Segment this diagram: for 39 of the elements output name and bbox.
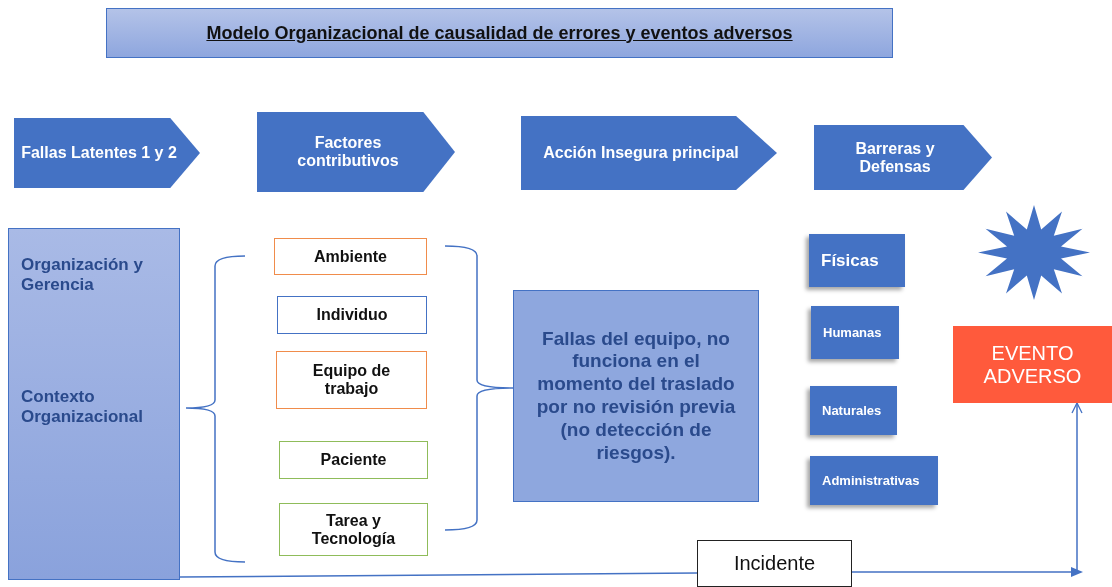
barrier-label: Físicas — [821, 250, 879, 271]
barrier-box — [810, 456, 938, 505]
starburst-shape — [978, 205, 1090, 300]
factor-box — [276, 351, 427, 409]
step-header-banner — [521, 116, 777, 190]
barrier-label: Humanas — [823, 325, 882, 340]
event-label: EVENTO ADVERSO — [982, 341, 1083, 388]
arrow — [851, 402, 1083, 577]
factor-label: Equipo de trabajo — [311, 362, 392, 398]
title-text: Modelo Organizacional de causalidad de errores y eventos adversos — [206, 22, 793, 44]
step-label: Barreras y Defensas — [854, 139, 936, 176]
step-label: Factores contributivos — [296, 134, 400, 170]
factor-box — [277, 296, 427, 334]
step-header-banner — [814, 125, 992, 190]
barrier-box — [809, 234, 905, 287]
factor-box — [279, 441, 428, 479]
factor-label: Individuo — [316, 306, 388, 324]
connector-line — [179, 572, 698, 578]
factor-label: Tarea y Tecnología — [310, 511, 397, 548]
factor-box — [274, 238, 427, 275]
factor-box — [279, 503, 428, 556]
factor-label: Ambiente — [314, 247, 387, 266]
barrier-box — [810, 386, 897, 435]
barrier-label: Administrativas — [822, 473, 920, 488]
context-panel — [8, 228, 180, 580]
incident-label: Incidente — [733, 552, 816, 575]
adverse-event-box — [953, 326, 1112, 403]
context-label: Contexto Organizacional — [21, 387, 144, 427]
barrier-label: Naturales — [822, 403, 882, 418]
step-label: Acción Insegura principal — [543, 144, 739, 162]
factor-label: Paciente — [320, 451, 387, 469]
description-text: Fallas del equipo, no funciona en el momento del traslado por no revisión previa (no detección de riesgos). — [536, 327, 736, 465]
context-label: Organización y Gerencia — [21, 255, 144, 295]
step-label: Fallas Latentes 1 y 2 — [21, 144, 177, 162]
step-header-banner — [14, 118, 200, 188]
step-header-banner — [257, 112, 455, 192]
barrier-box — [811, 306, 899, 359]
unsafe-action-box — [513, 290, 759, 502]
incident-box — [697, 540, 852, 587]
